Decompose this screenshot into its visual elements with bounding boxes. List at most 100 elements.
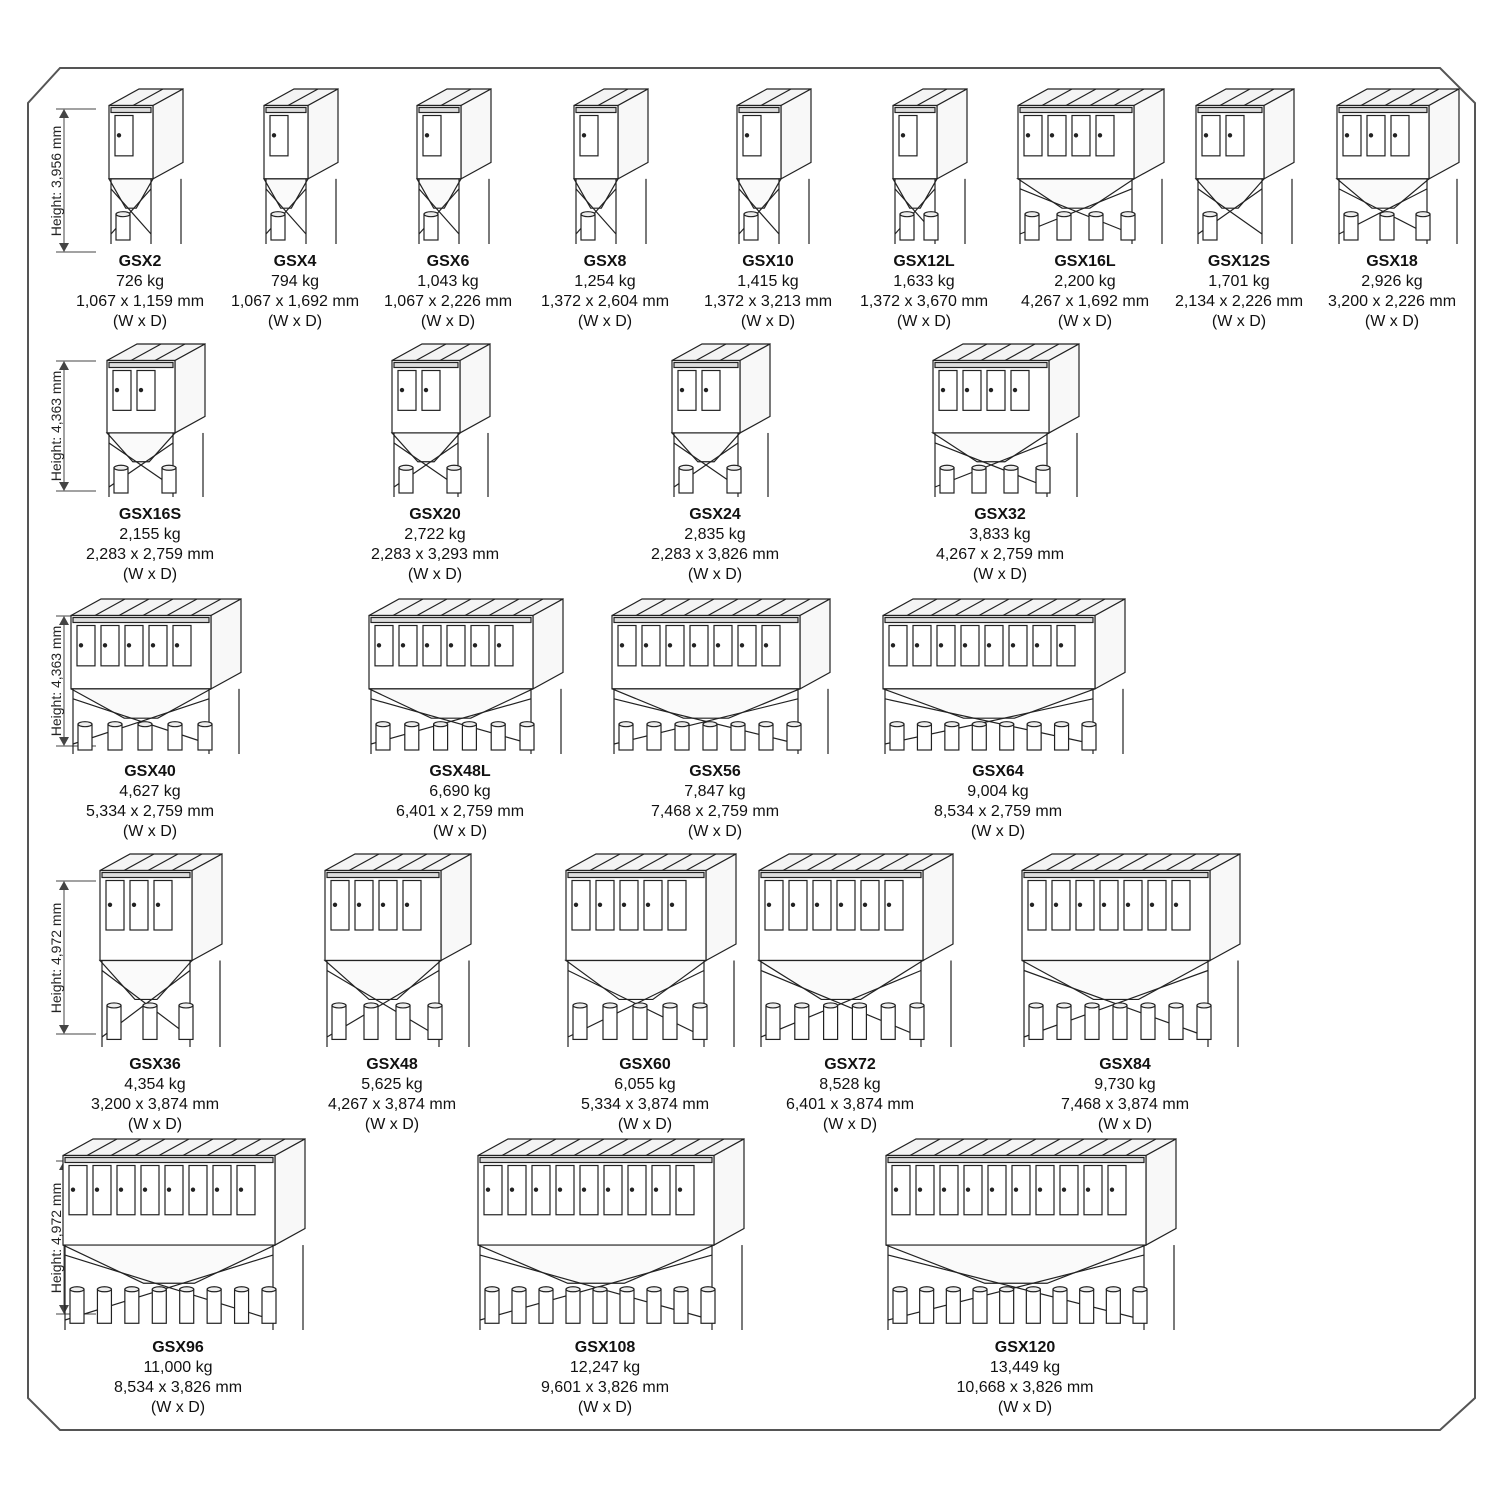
collector-drawing — [107, 87, 184, 244]
height-label: Height: 4,363 mm — [48, 370, 64, 482]
model-name: GSX84 — [1099, 1056, 1151, 1073]
unit-weight: 1,415 kg — [737, 273, 799, 290]
unit-dimensions: 10,668 x 3,826 mm — [956, 1379, 1094, 1396]
dimension-note: (W x D) — [112, 313, 168, 330]
unit-weight: 2,200 kg — [1054, 273, 1116, 290]
collector-drawing — [930, 342, 1080, 497]
model-name: GSX18 — [1366, 253, 1418, 270]
model-name: GSX20 — [409, 506, 461, 523]
collector-unit — [319, 850, 485, 1051]
unit-weight: 8,528 kg — [819, 1076, 881, 1093]
unit-dimensions: 9,601 x 3,826 mm — [540, 1379, 670, 1396]
model-name: GSX56 — [689, 763, 741, 780]
model-name: GSX24 — [689, 506, 741, 523]
unit-dimensions: 7,468 x 3,874 mm — [1060, 1096, 1190, 1113]
collector-unit — [877, 595, 1139, 758]
collector-unit — [666, 340, 784, 501]
collector-drawing — [323, 852, 472, 1047]
collector-drawing — [1016, 87, 1165, 244]
height-dimension: Height: 4,363 mm — [36, 360, 96, 492]
dimension-note: (W x D) — [577, 1399, 633, 1416]
unit-weight: 4,627 kg — [119, 783, 181, 800]
collector-unit — [411, 85, 505, 248]
height-label: Height: 4,363 mm — [48, 625, 64, 737]
collector-unit — [65, 595, 255, 758]
model-name: GSX60 — [619, 1056, 671, 1073]
unit-dimensions: 4,267 x 2,759 mm — [935, 546, 1065, 563]
unit-dimensions: 2,283 x 2,759 mm — [85, 546, 215, 563]
height-label: Height: 3,956 mm — [48, 125, 64, 236]
collector-unit — [258, 85, 352, 248]
collector-unit — [1331, 85, 1473, 248]
collector-unit — [606, 595, 844, 758]
model-name: GSX48 — [366, 1056, 418, 1073]
unit-dimensions: 6,401 x 2,759 mm — [395, 803, 525, 820]
collector-drawing — [756, 852, 954, 1047]
dimension-note: (W x D) — [687, 823, 743, 840]
unit-dimensions: 1,067 x 1,692 mm — [230, 293, 360, 310]
unit-dimensions: 8,534 x 2,759 mm — [933, 803, 1063, 820]
collector-drawing — [62, 1137, 306, 1330]
unit-weight: 5,625 kg — [361, 1076, 423, 1093]
collector-drawing — [368, 597, 564, 754]
unit-weight: 4,354 kg — [124, 1076, 186, 1093]
dimension-note: (W x D) — [407, 566, 463, 583]
dimension-note: (W x D) — [617, 1116, 673, 1133]
model-name: GSX48L — [429, 763, 491, 780]
dimension-arrow-icon — [56, 880, 96, 1035]
unit-weight: 1,043 kg — [417, 273, 479, 290]
dimension-arrow-icon — [56, 108, 96, 253]
unit-weight: 2,155 kg — [119, 526, 181, 543]
collector-drawing — [70, 597, 242, 754]
collector-drawing — [1335, 87, 1460, 244]
collector-unit — [880, 1135, 1190, 1334]
unit-dimensions: 3,200 x 3,874 mm — [90, 1096, 220, 1113]
unit-dimensions: 7,468 x 2,759 mm — [650, 803, 780, 820]
model-name: GSX2 — [118, 253, 162, 270]
collector-drawing — [882, 597, 1126, 754]
collector-drawing — [1194, 87, 1295, 244]
unit-weight: 2,835 kg — [684, 526, 746, 543]
height-dimension: Height: 4,972 mm — [36, 880, 96, 1035]
unit-weight: 726 kg — [115, 273, 165, 290]
dimension-note: (W x D) — [127, 1116, 183, 1133]
unit-dimensions: 2,283 x 3,826 mm — [650, 546, 780, 563]
unit-weight: 1,701 kg — [1208, 273, 1270, 290]
unit-weight: 2,926 kg — [1361, 273, 1423, 290]
unit-weight: 1,633 kg — [893, 273, 955, 290]
height-dimension: Height: 4,363 mm — [36, 615, 96, 747]
dimension-note: (W x D) — [822, 1116, 878, 1133]
collector-unit — [103, 85, 197, 248]
collector-drawing — [735, 87, 812, 244]
collector-unit — [1012, 85, 1178, 248]
model-name: GSX96 — [152, 1339, 204, 1356]
unit-weight: 11,000 kg — [143, 1359, 213, 1376]
unit-dimensions: 2,134 x 2,226 mm — [1174, 293, 1304, 310]
model-name: GSX12S — [1207, 253, 1271, 270]
unit-dimensions: 4,267 x 1,692 mm — [1020, 293, 1150, 310]
unit-dimensions: 1,067 x 1,159 mm — [75, 293, 205, 310]
unit-dimensions: 8,534 x 3,826 mm — [113, 1379, 243, 1396]
model-name: GSX12L — [893, 253, 955, 270]
collector-drawing — [611, 597, 831, 754]
dimension-note: (W x D) — [420, 313, 476, 330]
unit-dimensions: 1,067 x 2,226 mm — [383, 293, 513, 310]
collector-drawing — [885, 1137, 1177, 1330]
collector-unit — [887, 85, 981, 248]
dimension-arrow-icon — [56, 615, 96, 747]
collector-drawing — [98, 852, 223, 1047]
unit-dimensions: 4,267 x 3,874 mm — [327, 1096, 457, 1113]
